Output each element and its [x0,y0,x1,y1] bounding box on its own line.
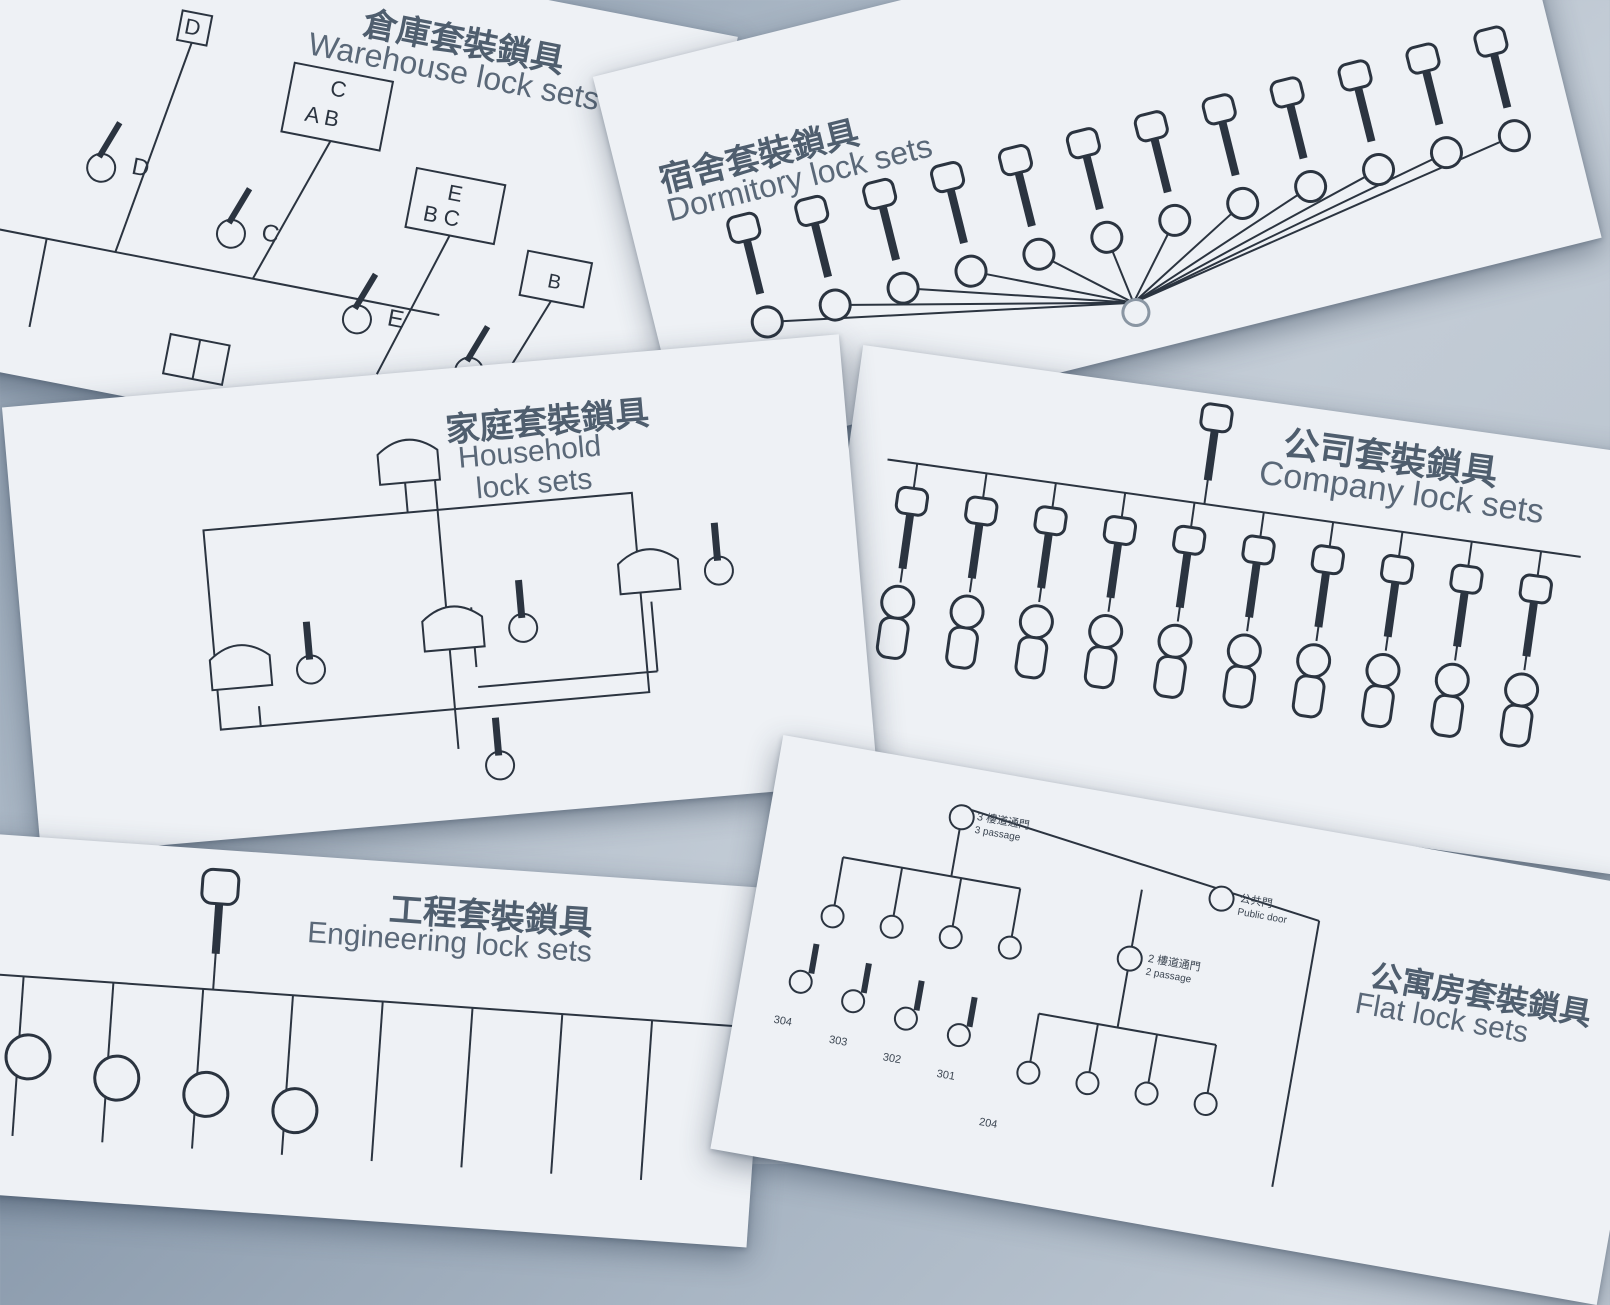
room-204: 204 [978,1116,998,1131]
flat-diagram: 3 樓道通門 3 passage 公共門 Public door 2 樓道通門 … [773,804,1321,1187]
dormitory-diagram [726,25,1531,339]
key-label-c: C [259,219,281,249]
engineering-diagram [0,867,742,1181]
company-diagram [875,402,1581,748]
box-label-ab: A B [303,101,341,132]
box-label-e: E [446,180,465,207]
room-301: 301 [936,1068,956,1083]
note-public-door-zh: 公共門 [1239,892,1274,911]
key-label-d: D [129,153,151,183]
box-label-d: D [182,13,202,41]
key-label-e: E [385,304,406,334]
flat-card: 3 樓道通門 3 passage 公共門 Public door 2 樓道通門 … [710,735,1610,1305]
box-label-b: B [546,270,563,294]
company-card: 公司套裝鎖具 Company lock sets [804,344,1610,876]
dormitory-card: 宿舍套裝鎖具 Dormitory lock sets [592,0,1602,466]
room-304: 304 [773,1014,793,1029]
household-diagram [202,438,734,781]
engineering-card: 工程套裝鎖具 Engineering lock sets [0,832,772,1248]
box-label-c: C [328,75,348,103]
household-card: 家庭套裝鎖具 Household lock sets [1,334,879,856]
room-303: 303 [828,1034,848,1049]
room-302: 302 [882,1051,902,1066]
